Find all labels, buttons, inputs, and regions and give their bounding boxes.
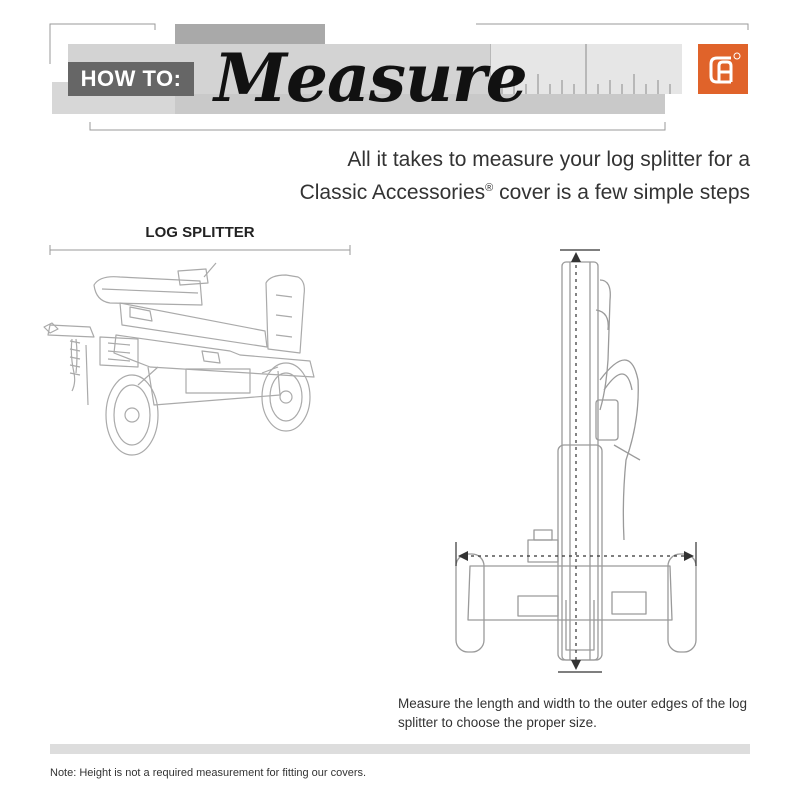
registered-mark: ® bbox=[485, 182, 494, 194]
page-title: Measure bbox=[214, 39, 528, 117]
footnote: Note: Height is not a required measureme… bbox=[50, 767, 367, 779]
ruler-icon bbox=[490, 44, 671, 94]
intro-text: All it takes to measure your log splitte… bbox=[290, 146, 750, 207]
intro-line-2: Classic Accessories® cover is a few simp… bbox=[290, 174, 750, 207]
product-label: LOG SPLITTER bbox=[145, 224, 255, 241]
measure-instructions: Measure the length and width to the oute… bbox=[398, 696, 747, 730]
banner-band-bottom bbox=[175, 94, 665, 114]
banner-band-top bbox=[175, 24, 325, 44]
intro-line-2-suffix: cover is a few simple steps bbox=[493, 181, 750, 204]
product-label-rule bbox=[49, 245, 351, 255]
header-frame-lines bbox=[49, 23, 749, 131]
log-splitter-top-illustration bbox=[455, 249, 697, 673]
footer-divider-bar bbox=[50, 744, 750, 754]
brand-logo bbox=[698, 44, 748, 94]
ca-brand-logo-icon bbox=[709, 52, 741, 84]
intro-line-1: All it takes to measure your log splitte… bbox=[347, 148, 750, 171]
brand-name: Classic Accessories bbox=[299, 181, 486, 204]
howto-label: HOW TO: bbox=[80, 66, 182, 91]
log-splitter-side-illustration bbox=[43, 262, 315, 456]
howto-badge bbox=[68, 62, 194, 96]
